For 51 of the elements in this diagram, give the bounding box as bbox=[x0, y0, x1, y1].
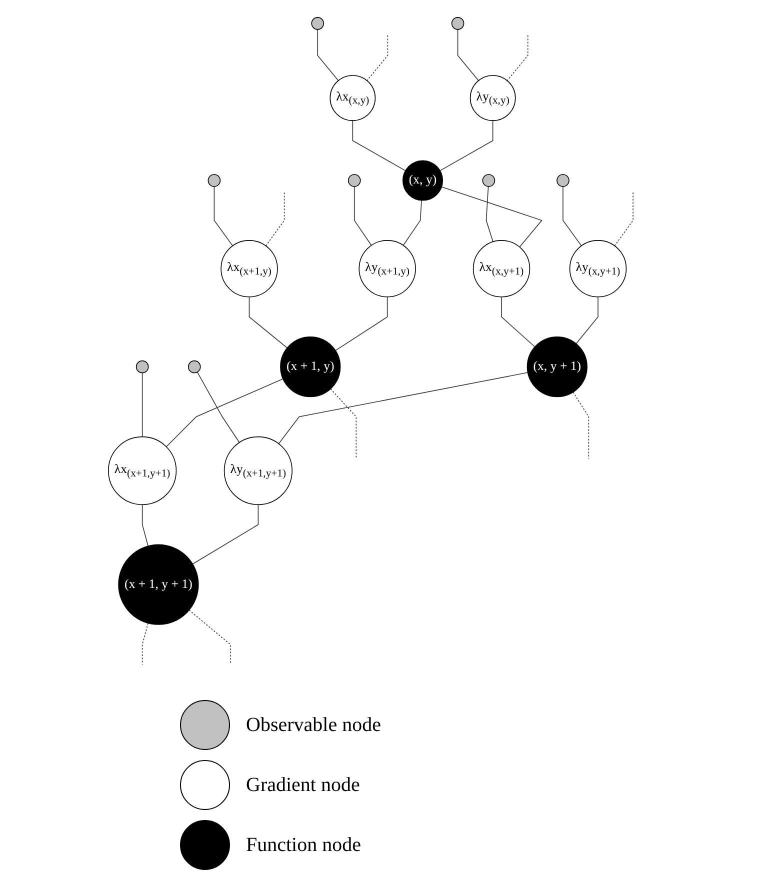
node-circle bbox=[348, 174, 362, 187]
node-circle bbox=[136, 360, 149, 374]
connector bbox=[214, 186, 234, 246]
node-circle bbox=[311, 17, 324, 30]
connector bbox=[192, 504, 259, 564]
legend-label: Function node bbox=[246, 834, 361, 856]
node-circle bbox=[482, 174, 496, 187]
legend-label: Observable node bbox=[246, 714, 381, 736]
node-circle: (x + 1, y) bbox=[280, 336, 341, 398]
connector bbox=[318, 29, 339, 82]
connector bbox=[266, 192, 285, 246]
connector bbox=[330, 388, 357, 460]
connector bbox=[440, 120, 494, 172]
node-circle: λx$_{(x,y+1)}$ bbox=[473, 240, 530, 298]
connector bbox=[614, 192, 634, 246]
node-circle: (x, y + 1) bbox=[527, 336, 588, 398]
node-circle bbox=[556, 174, 570, 187]
connector bbox=[486, 186, 494, 242]
connector bbox=[142, 504, 149, 546]
node-circle: λy$_{(x,y)}$ bbox=[470, 75, 516, 121]
node-circle: (x, y) bbox=[402, 160, 444, 201]
connector bbox=[166, 378, 284, 448]
connector bbox=[278, 372, 528, 444]
connector bbox=[142, 372, 143, 438]
connector bbox=[249, 296, 288, 348]
connector bbox=[572, 392, 590, 460]
node-circle: (x + 1, y + 1) bbox=[118, 544, 200, 625]
connector bbox=[562, 186, 582, 246]
connector bbox=[366, 35, 388, 82]
connector bbox=[501, 296, 536, 348]
connector bbox=[507, 35, 529, 82]
connector bbox=[197, 372, 240, 443]
legend-label: Gradient node bbox=[246, 774, 360, 796]
connector bbox=[458, 29, 480, 82]
node-circle bbox=[208, 174, 221, 187]
node-circle: λx$_{(x+1,y)}$ bbox=[220, 240, 278, 298]
connector bbox=[188, 610, 232, 665]
connector bbox=[354, 186, 372, 246]
node-circle: λy$_{(x+1,y)}$ bbox=[358, 240, 416, 298]
connector bbox=[403, 200, 422, 246]
connector bbox=[441, 186, 543, 248]
node-circle: λx$_{(x+1,y+1)}$ bbox=[108, 436, 177, 505]
connector bbox=[352, 120, 406, 172]
node-circle: λy$_{(x+1,y+1)}$ bbox=[224, 436, 293, 505]
connector bbox=[576, 296, 599, 344]
node-circle bbox=[188, 360, 202, 374]
node-circle: λx$_{(x,y)}$ bbox=[330, 75, 376, 121]
connector bbox=[142, 622, 149, 665]
node-circle bbox=[452, 17, 464, 30]
connector bbox=[335, 296, 388, 351]
node-circle: λy$_{(x,y+1)}$ bbox=[570, 240, 627, 298]
